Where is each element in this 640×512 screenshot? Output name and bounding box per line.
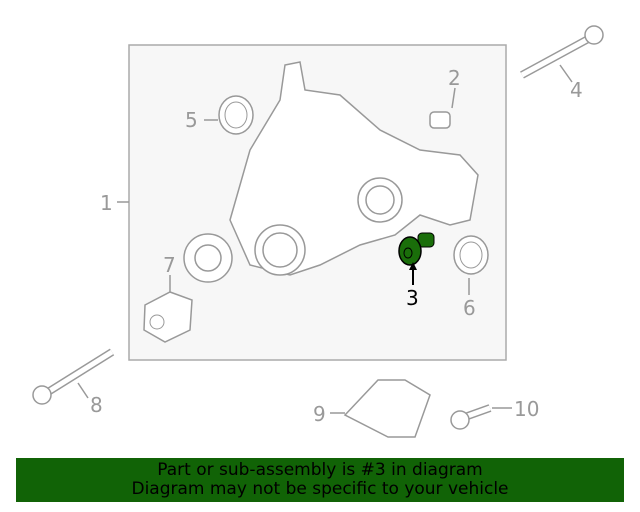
part-3-highlighted[interactable]: [398, 232, 435, 266]
part-6-seal[interactable]: [453, 235, 489, 275]
arrow-3-icon: [409, 262, 417, 270]
differential-housing[interactable]: [183, 61, 479, 283]
callout-6[interactable]: 6: [463, 296, 476, 320]
part-9-bracket[interactable]: [343, 379, 431, 438]
part-4-bolt[interactable]: [520, 25, 604, 79]
callout-3[interactable]: 3: [406, 286, 419, 310]
info-banner: Part or sub-assembly is #3 in diagram Di…: [16, 458, 624, 502]
part-5-seal[interactable]: [218, 95, 254, 135]
part-2-plug[interactable]: [429, 111, 451, 129]
callout-10[interactable]: 10: [514, 397, 539, 421]
callout-1[interactable]: 1: [100, 191, 113, 215]
banner-line-1: Part or sub-assembly is #3 in diagram: [157, 460, 483, 480]
part-10-bolt[interactable]: [450, 404, 492, 430]
callout-2[interactable]: 2: [448, 66, 461, 90]
leader-lines: [77, 64, 573, 414]
callout-7[interactable]: 7: [163, 253, 176, 277]
callout-9[interactable]: 9: [313, 402, 326, 426]
callout-4[interactable]: 4: [570, 78, 583, 102]
callout-5[interactable]: 5: [185, 108, 198, 132]
part-8-bolt[interactable]: [32, 348, 115, 405]
callout-8[interactable]: 8: [90, 393, 103, 417]
banner-line-2: Diagram may not be specific to your vehi…: [131, 479, 509, 499]
